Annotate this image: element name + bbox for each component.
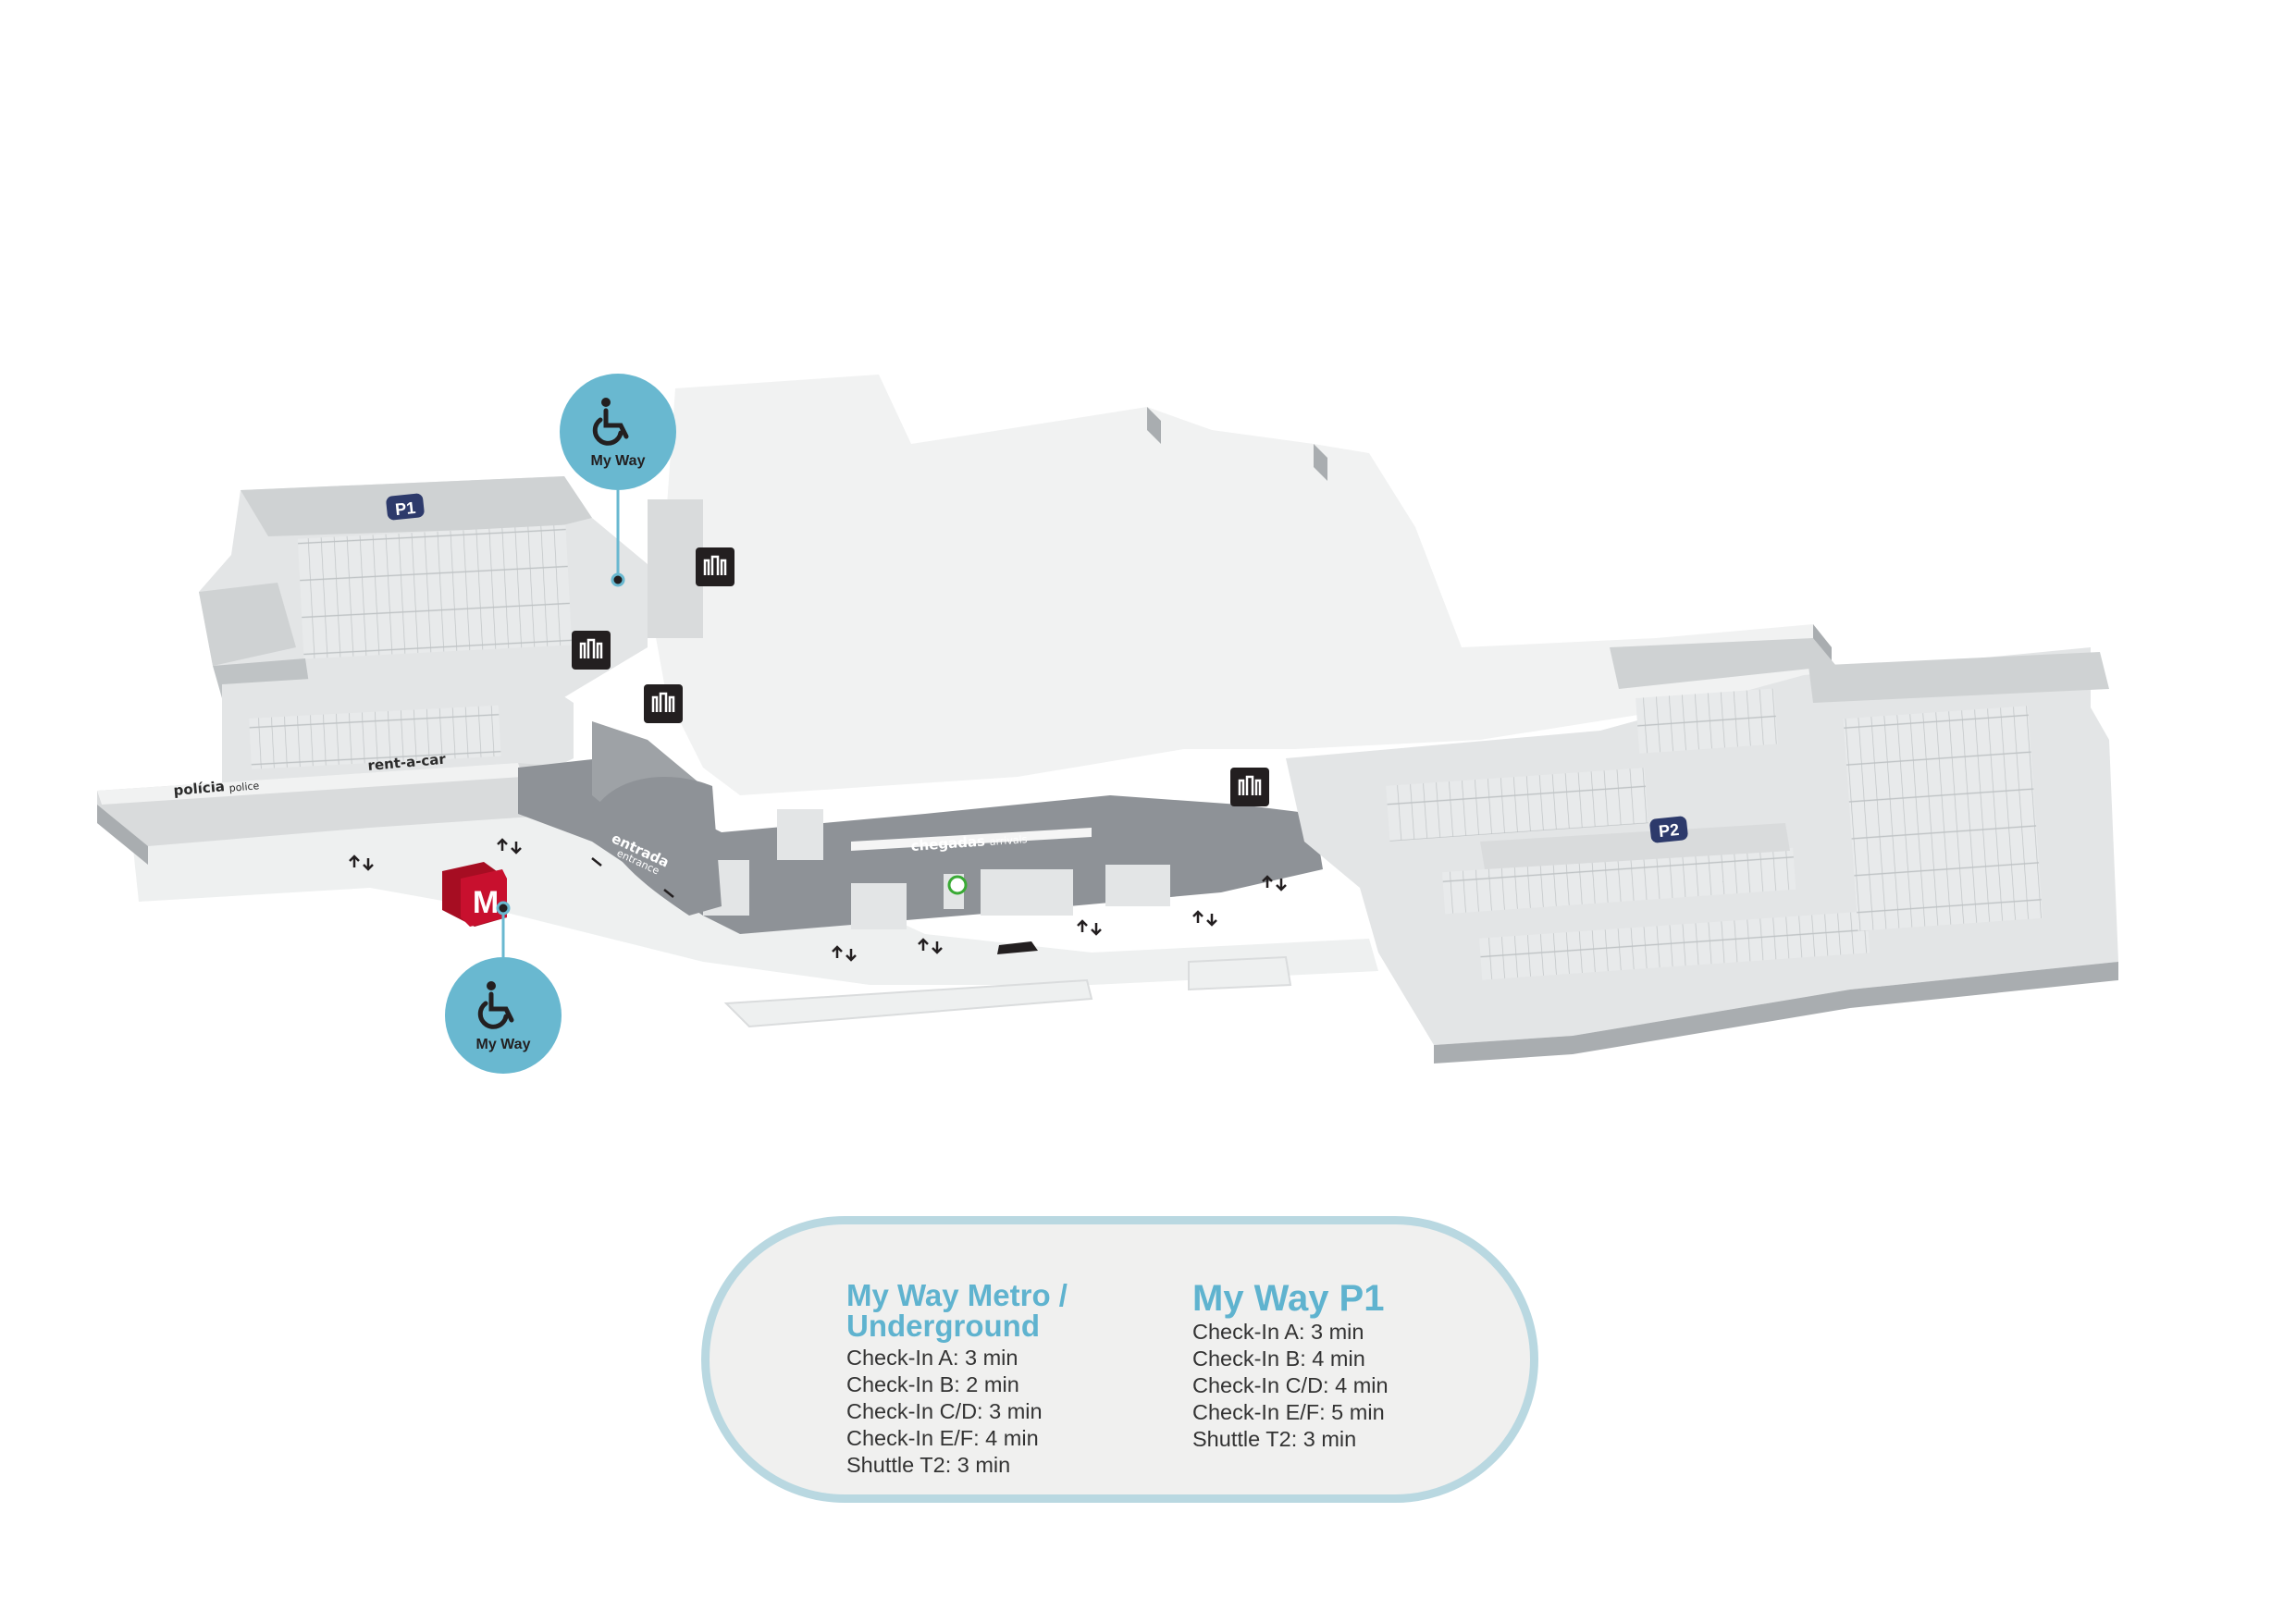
legend-item: Check-In A: 3 min	[846, 1346, 1018, 1370]
p2-label: P2	[1658, 820, 1680, 841]
svg-text:M: M	[473, 885, 499, 920]
elevator-icon	[572, 631, 611, 670]
wheelchair-icon	[592, 398, 629, 446]
legend-item: Check-In E/F: 4 min	[846, 1426, 1039, 1450]
legend-metro-title-line1: My Way Metro /	[846, 1278, 1068, 1312]
legend-metro-title: My Way Metro / Underground	[846, 1280, 1124, 1341]
myway-metro-marker[interactable]: My Way	[445, 957, 562, 1074]
elevator-icon	[1230, 768, 1269, 806]
walking-times-legend: My Way Metro / Underground Check-In A: 3…	[701, 1216, 1538, 1503]
legend-item: Check-In B: 4 min	[1192, 1346, 1365, 1371]
legend-item: Check-In E/F: 5 min	[1192, 1400, 1385, 1424]
p2-parking-building	[1286, 638, 2118, 1064]
myway-p1-marker[interactable]: My Way	[560, 374, 676, 490]
policia-label: polícia	[173, 778, 226, 799]
entrance-area	[592, 777, 722, 916]
elevator-icon	[644, 684, 683, 723]
legend-item: Check-In C/D: 3 min	[846, 1399, 1043, 1423]
legend-item: Shuttle T2: 3 min	[846, 1453, 1011, 1477]
taxi-icon	[997, 941, 1038, 954]
elevator-icon	[696, 547, 734, 586]
chegadas-label: chegadas	[910, 832, 986, 855]
wheelchair-icon	[477, 981, 514, 1029]
metro-icon: M	[442, 862, 507, 927]
p1-badge	[386, 493, 425, 521]
police-label: police	[228, 780, 260, 794]
terminal-building	[648, 375, 1832, 795]
myway-bottom-label: My Way	[476, 1037, 531, 1052]
p1-label: P1	[394, 498, 416, 519]
legend-item: Check-In A: 3 min	[1192, 1320, 1364, 1344]
legend-item: Shuttle T2: 3 min	[1192, 1427, 1357, 1451]
info-icon	[947, 875, 968, 895]
legend-p1-title: My Way P1	[1192, 1278, 1385, 1319]
legend-item: Check-In C/D: 4 min	[1192, 1373, 1389, 1397]
arrivals-label: arrivals	[989, 833, 1028, 848]
legend-metro-column: My Way Metro / Underground Check-In A: 3…	[846, 1280, 1124, 1479]
myway-top-label: My Way	[591, 453, 646, 469]
legend-metro-title-line2: Underground	[846, 1309, 1040, 1343]
legend-item: Check-In B: 2 min	[846, 1372, 1019, 1396]
p2-badge	[1649, 816, 1688, 843]
arrow-icon	[349, 838, 1287, 962]
legend-p1-column: My Way P1 Check-In A: 3 min Check-In B: …	[1192, 1280, 1470, 1453]
police-rentacar-building	[97, 666, 574, 865]
